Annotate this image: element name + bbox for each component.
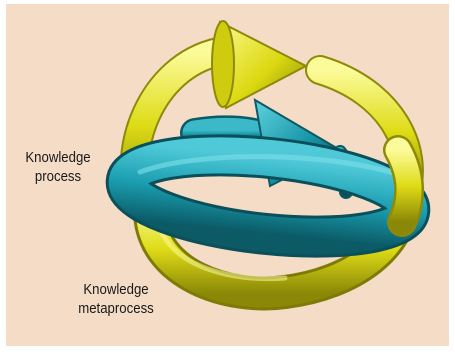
knowledge-metaprocess-line1: Knowledge [60,280,173,299]
yellow-arrow-head [212,21,306,108]
knowledge-process-line2: process [10,167,105,186]
knowledge-metaprocess-line2: metaprocess [60,299,173,318]
teal-ring [123,143,413,248]
knowledge-process-label: Knowledge process [10,148,105,186]
yellow-ring-front [398,150,409,222]
knowledge-process-line1: Knowledge [10,148,105,167]
knowledge-metaprocess-label: Knowledge metaprocess [60,280,173,318]
